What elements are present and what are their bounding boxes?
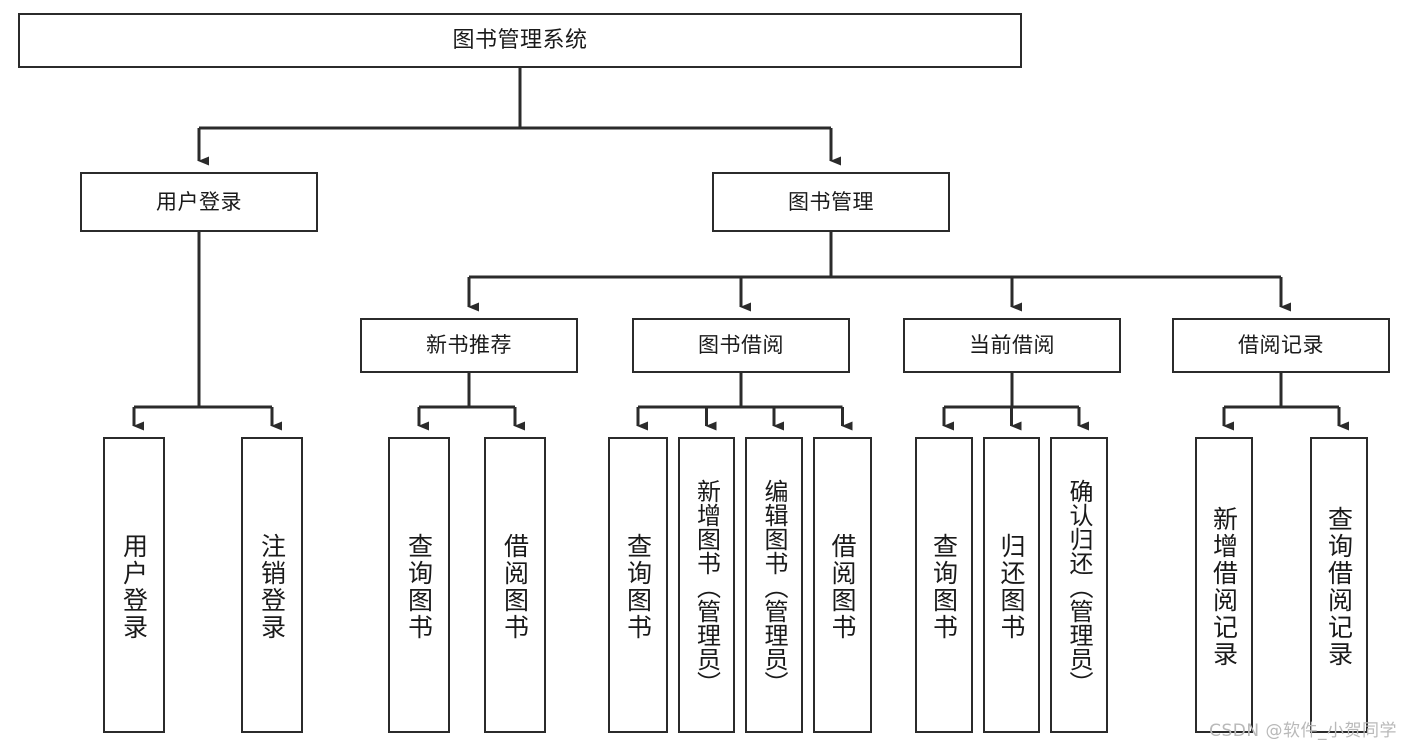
node-leaf-user-login[interactable]: 用户登录 — [103, 437, 165, 733]
node-level1-book-management[interactable]: 图书管理 — [712, 172, 950, 232]
node-label: 当前借阅 — [969, 333, 1055, 357]
node-label: 查询图书 — [929, 533, 959, 641]
node-level1-user-login[interactable]: 用户登录 — [80, 172, 318, 232]
node-leaf-query-books-recommend[interactable]: 查询图书 — [388, 437, 450, 733]
node-leaf-query-borrow-record[interactable]: 查询借阅记录 — [1310, 437, 1368, 733]
node-leaf-query-books-borrow[interactable]: 查询图书 — [608, 437, 668, 733]
node-label: 借阅记录 — [1238, 333, 1324, 357]
node-root[interactable]: 图书管理系统 — [18, 13, 1022, 68]
node-leaf-add-borrow-record[interactable]: 新增借阅记录 — [1195, 437, 1253, 733]
node-leaf-return-books[interactable]: 归还图书 — [983, 437, 1040, 733]
node-label: 查询图书 — [404, 533, 434, 641]
node-label: 借阅图书 — [500, 533, 530, 641]
watermark-text: CSDN @软件_小贺同学 — [1209, 721, 1397, 741]
node-label: 归还图书 — [997, 533, 1026, 641]
node-level2-book-borrow[interactable]: 图书借阅 — [632, 318, 850, 373]
node-leaf-add-book-admin[interactable]: 新增图书（管理员） — [678, 437, 735, 733]
node-label: 编辑图书（管理员） — [760, 479, 788, 695]
node-leaf-borrow-books[interactable]: 借阅图书 — [813, 437, 872, 733]
node-label: 图书借阅 — [698, 333, 784, 357]
node-level2-current-borrow[interactable]: 当前借阅 — [903, 318, 1121, 373]
node-label: 注销登录 — [257, 533, 287, 641]
node-label: 图书管理系统 — [452, 27, 588, 53]
node-level2-new-book-recommend[interactable]: 新书推荐 — [360, 318, 578, 373]
node-label: 查询图书 — [623, 533, 653, 641]
node-label: 新增借阅记录 — [1209, 506, 1239, 668]
node-label: 新书推荐 — [426, 333, 512, 357]
node-leaf-edit-book-admin[interactable]: 编辑图书（管理员） — [745, 437, 803, 733]
node-level2-borrow-records[interactable]: 借阅记录 — [1172, 318, 1390, 373]
node-label: 查询借阅记录 — [1324, 506, 1354, 668]
node-label: 新增图书（管理员） — [692, 479, 721, 695]
node-leaf-confirm-return-admin[interactable]: 确认归还（管理员） — [1050, 437, 1108, 733]
node-leaf-query-books-current[interactable]: 查询图书 — [915, 437, 973, 733]
node-label: 借阅图书 — [828, 533, 857, 641]
node-label: 用户登录 — [156, 189, 242, 214]
node-leaf-logout[interactable]: 注销登录 — [241, 437, 303, 733]
node-leaf-borrow-books-recommend[interactable]: 借阅图书 — [484, 437, 546, 733]
node-label: 图书管理 — [788, 189, 874, 214]
node-label: 确认归还（管理员） — [1065, 479, 1093, 695]
node-label: 用户登录 — [119, 533, 149, 641]
